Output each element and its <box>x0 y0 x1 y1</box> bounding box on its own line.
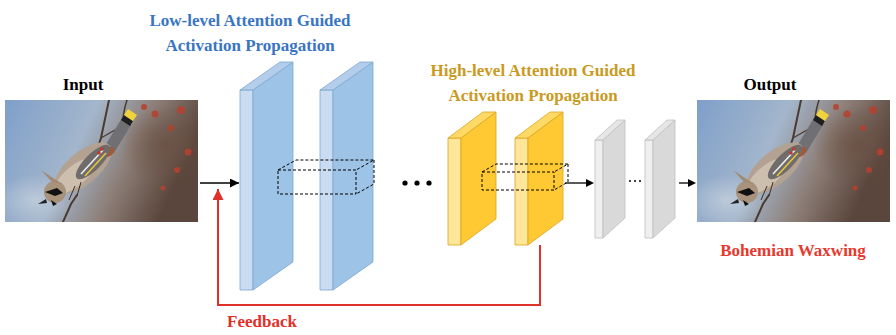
edge-label: Feedback <box>225 312 299 332</box>
flow-arrow <box>688 179 696 187</box>
ellipsis-dots <box>426 180 431 185</box>
feedback-arrow <box>218 189 540 305</box>
activation-volume <box>482 164 568 172</box>
input-picture <box>0 100 210 225</box>
input-image: Input <box>5 72 198 222</box>
flow-arrow <box>586 179 594 187</box>
dense-layer <box>595 140 603 238</box>
dense-layer <box>595 120 625 140</box>
low-level-layer <box>320 62 373 90</box>
flow-arrow <box>565 179 696 187</box>
flow-arrow <box>565 182 588 183</box>
dense-layer <box>645 120 675 238</box>
low-level-layer <box>253 62 293 290</box>
low-level-layer <box>320 62 373 290</box>
high-level-block: High-level Attention Guided Activation P… <box>448 58 573 245</box>
low-level-layer <box>333 62 373 290</box>
dense-layer <box>603 120 625 238</box>
ellipsis-dots <box>414 180 419 185</box>
ellipsis-dots <box>402 180 407 185</box>
high-level-layer <box>515 112 563 138</box>
ellipsis-dots <box>639 180 641 182</box>
output-label: Output <box>710 72 830 97</box>
input-picture <box>0 100 210 225</box>
high-level-layer <box>448 112 496 245</box>
dense-layer <box>645 140 653 238</box>
high-level-layer <box>448 112 496 138</box>
dense-layer <box>653 120 675 238</box>
dense-layer <box>595 120 625 238</box>
activation-volume <box>278 170 356 194</box>
ellipsis-dots <box>634 180 636 182</box>
dense-layer <box>645 120 675 140</box>
activation-volume <box>482 172 554 190</box>
output-picture <box>687 100 896 225</box>
high-level-layer <box>448 138 461 245</box>
ellipsis-dots <box>629 180 631 182</box>
ellipsis-dots <box>629 180 641 182</box>
output-image: OutputBohemian Waxwing <box>697 72 890 267</box>
flow-arrow <box>200 182 239 183</box>
ellipsis-dots <box>402 180 431 185</box>
stage-heading: Low-level Attention Guided Activation Pr… <box>130 8 370 58</box>
input-label: Input <box>23 72 143 97</box>
activation-volume <box>278 160 374 170</box>
low-level-layer <box>240 62 293 290</box>
class-label: Bohemian Waxwing <box>693 238 893 263</box>
high-level-layer <box>515 112 563 245</box>
activation-volume <box>356 160 374 194</box>
activation-volume <box>482 164 568 190</box>
low-level-layer <box>240 90 253 290</box>
low-level-layer <box>320 90 333 290</box>
output-picture <box>687 100 896 225</box>
stage-heading: High-level Attention Guided Activation P… <box>413 58 653 108</box>
low-level-layer <box>240 62 293 90</box>
activation-volume <box>554 164 568 190</box>
high-level-layer <box>515 138 528 245</box>
activation-volume <box>278 160 374 194</box>
low-level-block: Low-level Attention Guided Activation Pr… <box>240 8 375 288</box>
